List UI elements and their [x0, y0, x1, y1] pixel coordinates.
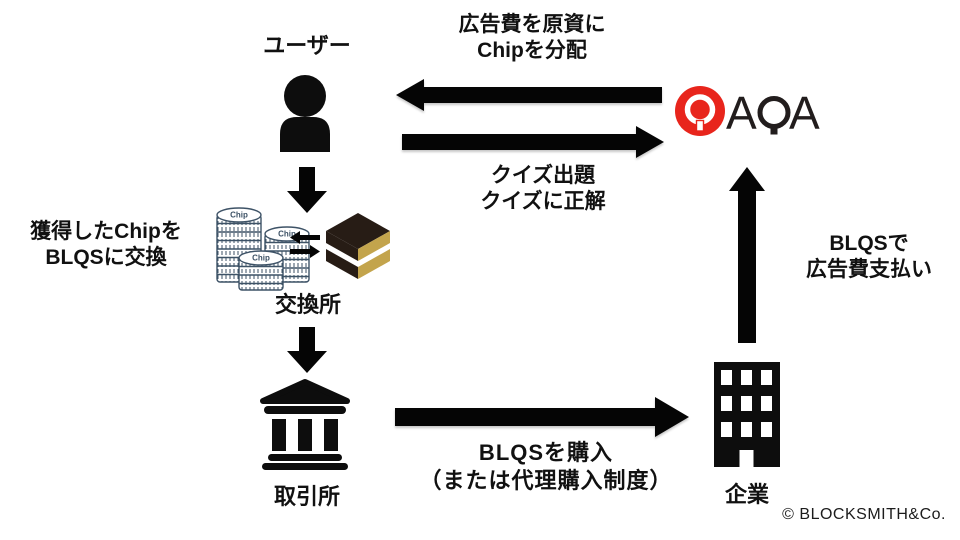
payment-note: BLQSで 広告費支払い	[806, 231, 932, 283]
user-icon	[280, 75, 330, 152]
aqa-logo-mark	[675, 86, 725, 136]
payment-note-line2: 広告費支払い	[806, 258, 932, 281]
arrow-company-to-aqa	[729, 167, 765, 343]
bank-icon	[260, 379, 350, 470]
aqa-letter-q	[757, 96, 791, 129]
swap-note: 獲得したChipを BLQSに交換	[30, 219, 182, 271]
arrow-user-to-aqa	[402, 126, 664, 158]
purchase-note-line2: （または代理購入制度）	[419, 468, 673, 493]
coin-label-1: Chip	[230, 211, 248, 220]
distribute-note-line1: 広告費を原資に	[458, 13, 606, 36]
arrow-exchange-to-market	[287, 327, 327, 373]
exchange-double-arrow-icon	[290, 231, 320, 258]
purchase-note-line1: BLQSを購入	[478, 440, 614, 465]
copyright-text: © BLOCKSMITH&Co.	[782, 506, 946, 523]
quiz-note: クイズ出題 クイズに正解	[480, 163, 605, 215]
arrow-market-to-company	[395, 397, 689, 437]
aqa-logo: A A	[675, 86, 820, 139]
chip-coins-icon: Chip Chip Chip	[216, 207, 310, 291]
blqs-block-icon	[326, 213, 390, 279]
quiz-note-line1: クイズ出題	[490, 164, 596, 187]
arrow-aqa-to-user	[396, 79, 662, 111]
distribute-note: 広告費を原資に Chipを分配	[459, 12, 606, 64]
company-building-icon	[714, 362, 780, 467]
arrow-user-to-exchange	[287, 167, 327, 213]
aqa-letter-a2: A	[789, 87, 820, 139]
aqa-letter-a1: A	[726, 87, 757, 139]
company-label: 企業	[724, 482, 770, 507]
coin-label-3: Chip	[252, 254, 270, 263]
swap-note-line2: BLQSに交換	[45, 246, 167, 269]
distribute-note-line2: Chipを分配	[477, 39, 587, 62]
exchange-office-label: 交換所	[274, 292, 342, 317]
trading-exchange-label: 取引所	[273, 484, 341, 509]
coin-label-2: Chip	[278, 230, 296, 239]
payment-note-line1: BLQSで	[829, 232, 909, 255]
user-label: ユーザー	[263, 33, 351, 58]
purchase-note: BLQSを購入 （または代理購入制度）	[419, 439, 672, 495]
swap-note-line1: 獲得したChipを	[30, 220, 182, 243]
quiz-note-line2: クイズに正解	[480, 190, 606, 213]
